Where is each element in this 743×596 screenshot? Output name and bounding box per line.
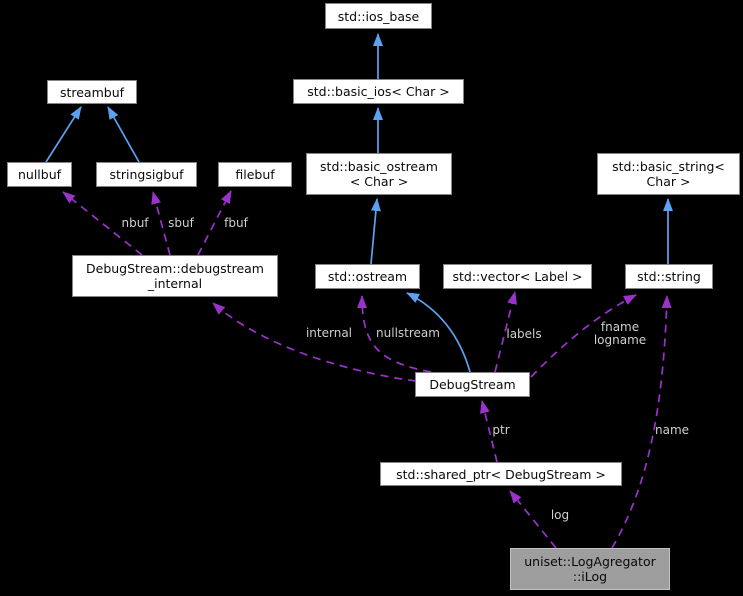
edge-inherit-nullbuf-to-streambuf: [45, 106, 82, 163]
edge-usage-fname-logname: [530, 294, 637, 378]
edge-usage-internal: [212, 302, 417, 382]
edge-label-fname-logname: fname logname: [593, 320, 647, 347]
node-std-basic-string[interactable]: std::basic_string< Char >: [597, 153, 740, 195]
node-stringsigbuf[interactable]: stringsigbuf: [96, 162, 197, 187]
edge-label-log: log: [550, 508, 570, 522]
node-debugstream[interactable]: DebugStream: [415, 372, 530, 397]
edge-label-nullstream: nullstream: [376, 326, 440, 340]
edge-usage-fbuf: [197, 190, 232, 256]
edge-usage-ptr: [480, 400, 498, 463]
edge-usage-nbuf: [62, 191, 143, 256]
node-std-basic-ios[interactable]: std::basic_ios< Char >: [293, 79, 464, 104]
edge-inherit-stringsigbuf-to-streambuf: [107, 106, 140, 163]
edge-label-labels: labels: [506, 327, 542, 341]
node-debugstream-internal[interactable]: DebugStream::debugstream _internal: [72, 255, 278, 297]
edge-usage-sbuf: [151, 191, 171, 256]
node-streambuf[interactable]: streambuf: [47, 80, 137, 104]
node-std-basic-ostream[interactable]: std::basic_ostream < Char >: [306, 153, 452, 195]
node-std-vector-label[interactable]: std::vector< Label >: [443, 264, 592, 289]
node-filebuf[interactable]: filebuf: [218, 162, 292, 187]
node-uniset-logagregator-ilog: uniset::LogAgregator ::iLog: [510, 548, 670, 590]
node-nullbuf[interactable]: nullbuf: [7, 162, 72, 187]
node-std-ostream[interactable]: std::ostream: [315, 264, 420, 289]
edge-inherit-debugstream-to-ostream: [406, 292, 471, 373]
edge-label-name: name: [654, 423, 690, 437]
edge-usage-nullstream: [357, 295, 432, 373]
node-std-shared-ptr-debugstream[interactable]: std::shared_ptr< DebugStream >: [380, 462, 622, 486]
edge-label-ptr: ptr: [492, 423, 510, 437]
edge-usage-name: [611, 295, 672, 549]
node-std-ios-base[interactable]: std::ios_base: [325, 3, 432, 29]
edge-usage-log: [509, 490, 557, 549]
edge-inherit-ostream-to-basic-ostream: [370, 198, 381, 265]
edge-label-sbuf: sbuf: [168, 216, 194, 230]
edge-label-internal: internal: [305, 326, 353, 340]
edge-label-fbuf: fbuf: [224, 216, 248, 230]
node-std-string[interactable]: std::string: [625, 264, 713, 289]
edge-label-nbuf: nbuf: [121, 216, 149, 230]
